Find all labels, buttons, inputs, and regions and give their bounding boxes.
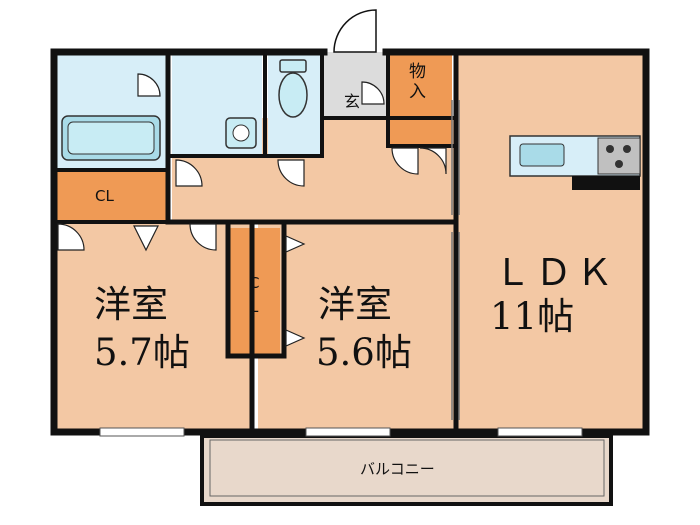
storage-label: 物入 <box>409 62 426 102</box>
door-swing-icon <box>361 81 385 105</box>
door-swing-icon <box>391 147 419 175</box>
entrance-label: 玄 <box>344 92 361 111</box>
door-swing-icon <box>285 329 306 347</box>
door-swing-icon <box>333 9 377 53</box>
door-swing-icon <box>277 159 305 187</box>
window-icon <box>497 427 583 437</box>
door-swing-icon <box>189 223 217 251</box>
wall-closet-mid <box>225 219 287 359</box>
closet-mid-label-c: C <box>249 274 260 292</box>
window-icon <box>99 427 185 437</box>
western-room-2-size: 5.6帖 <box>316 331 412 374</box>
balcony-label: バルコニー <box>360 460 435 478</box>
ldk-name: ＬＤＫ <box>494 251 617 294</box>
western-room-1-name: 洋室 <box>94 283 168 326</box>
stove-icon <box>597 137 641 175</box>
western-room-2-floor <box>258 224 454 432</box>
window-icon <box>305 427 391 437</box>
closet-mid-label-l: L <box>250 298 259 316</box>
storage-closet <box>390 52 452 116</box>
entrance-floor <box>324 52 386 118</box>
closet-top-label: CL <box>95 187 114 205</box>
door-swing-icon <box>419 147 447 175</box>
western-room-1-size: 5.7帖 <box>94 331 190 374</box>
door-swing-icon <box>57 223 85 251</box>
kitchen-sink-icon <box>519 143 565 167</box>
ldk-size: 11帖 <box>490 295 575 338</box>
closet-mid <box>230 228 280 354</box>
storage-closet-2 <box>390 120 452 144</box>
door-swing-icon <box>133 225 159 252</box>
ldk-floor <box>456 52 646 432</box>
door-swing-icon <box>175 159 203 187</box>
kitchen-wall-black <box>572 176 640 190</box>
balcony <box>200 434 613 506</box>
closet-top <box>54 170 166 222</box>
outer-wall <box>50 48 650 436</box>
balcony-rail <box>209 439 605 497</box>
door-swing-icon <box>137 73 161 97</box>
toilet-icon <box>278 59 308 118</box>
door-swing-icon <box>285 235 306 253</box>
western-room-2-name: 洋室 <box>318 283 392 326</box>
western-room-1-floor <box>54 224 250 432</box>
